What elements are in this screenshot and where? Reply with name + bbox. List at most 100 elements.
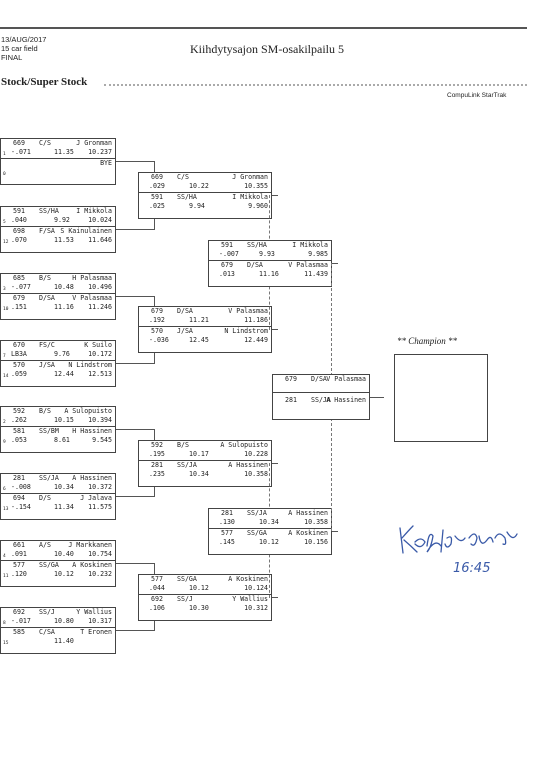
car-class: SS/JA (177, 460, 197, 469)
car-class: SS/BM (39, 426, 59, 435)
elapsed-time: 11.35 (54, 148, 74, 157)
elapsed-time: 10.12 (189, 584, 209, 593)
champion-label: ** Champion ** (397, 336, 458, 346)
car-number: 577 (13, 560, 25, 569)
driver-name: V Palasmaa (228, 307, 268, 315)
car-class: D/S (39, 493, 51, 502)
car-number: 570 (13, 360, 25, 369)
connector-line (332, 263, 338, 264)
dial-time: 11.186 (244, 316, 268, 325)
car-class: D/SA (39, 293, 55, 302)
elapsed-time: 9.94 (189, 202, 205, 211)
connector-line (272, 195, 278, 196)
entrant-line: 679 D/SA V Palasmaa (1, 294, 115, 303)
car-number: 581 (13, 426, 25, 435)
dial-time: 10.394 (88, 416, 112, 425)
driver-name: A Koskinen (228, 575, 268, 583)
lane-number: 14 (3, 374, 9, 380)
event-title: Kiihdytysajon SM-osakilpailu 5 (190, 42, 344, 56)
driver-name: A Hassinen (326, 396, 366, 405)
car-class: SS/HA (247, 241, 267, 249)
car-number: 692 (151, 594, 163, 603)
driver-name: N Lindstrom (224, 326, 268, 335)
car-class: F/SA (39, 226, 55, 235)
dial-time: 10.358 (304, 518, 328, 527)
car-class: D/SA (311, 375, 327, 383)
elapsed-time: 10.48 (54, 283, 74, 292)
driver-name: V Palasmaa (326, 375, 366, 383)
elapsed-time: 11.40 (54, 637, 74, 646)
driver-name: J Gronman (76, 139, 112, 147)
elapsed-time: 11.21 (189, 316, 209, 325)
reaction-time: -.008 (11, 483, 31, 492)
connector-line (272, 597, 278, 598)
dial-time: 10.496 (88, 283, 112, 292)
lane-number: 4 (3, 554, 6, 560)
car-class: D/SA (177, 307, 193, 315)
car-number: 692 (13, 608, 25, 616)
dial-time: 10.172 (88, 350, 112, 359)
car-number: 694 (13, 493, 25, 502)
elapsed-time: 10.22 (189, 182, 209, 191)
driver-name: A Sulopuisto (220, 441, 268, 449)
car-number: 577 (221, 528, 233, 537)
reaction-time: .053 (11, 436, 27, 445)
signature-handwriting: 16:45 (399, 525, 518, 576)
car-class: SS/JA (247, 509, 267, 517)
driver-name: A Sulopuisto (64, 407, 112, 415)
driver-name: H Palasmaa (72, 274, 112, 282)
driver-name: V Palasmaa (288, 260, 328, 269)
elapsed-time: 10.12 (259, 538, 279, 547)
car-number: 679 (13, 293, 25, 302)
reaction-time: .091 (11, 550, 27, 559)
elapsed-time: 9.92 (54, 216, 70, 225)
dial-time: 9.545 (92, 436, 112, 445)
reaction-time: .262 (11, 416, 27, 425)
car-number: 591 (151, 192, 163, 201)
car-number: 685 (13, 274, 25, 282)
car-class: SS/JA (311, 396, 331, 405)
lane-number: 1 (3, 152, 6, 158)
driver-name: V Palasmaa (72, 293, 112, 302)
reaction-time: -.071 (11, 148, 31, 157)
elapsed-time: 10.17 (189, 450, 209, 459)
car-class: B/S (39, 407, 51, 415)
driver-name: A Hassinen (72, 474, 112, 482)
car-number: 281 (221, 509, 233, 517)
reaction-time: .145 (219, 538, 235, 547)
